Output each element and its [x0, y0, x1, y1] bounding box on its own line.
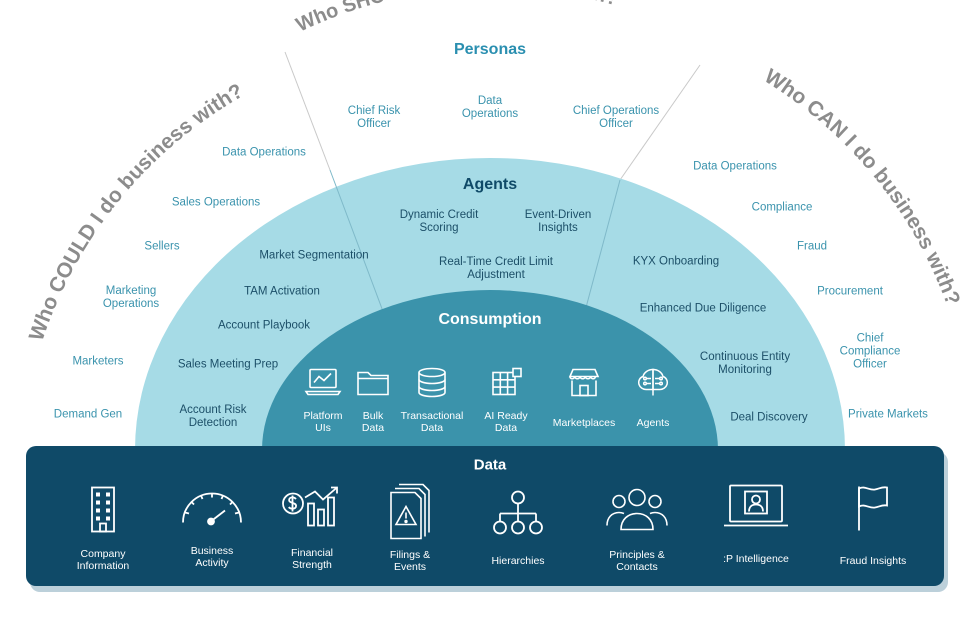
agents-divider-right	[579, 179, 621, 331]
database-icon	[413, 367, 451, 404]
right-segment-item: Fraud	[796, 240, 828, 253]
agent-left-item: Sales Meeting Prep	[177, 358, 279, 371]
data-item-label: Filings &Events	[389, 549, 431, 573]
data-item-label: Fraud Insights	[839, 555, 907, 567]
svg-text:Who CAN I do business with?: Who CAN I do business with?	[760, 65, 960, 309]
agent-left-item: Account Playbook	[217, 319, 311, 332]
monitor-person-icon	[721, 482, 791, 537]
gauge-icon	[179, 487, 245, 536]
data-title: Data	[473, 456, 507, 474]
right-segment-item: Compliance	[751, 201, 813, 214]
consumption-item-label: Marketplaces	[552, 417, 616, 429]
data-item-label: Principles &Contacts	[609, 549, 665, 573]
left-segment-item: Sellers	[144, 240, 180, 253]
agents-title: Agents	[462, 176, 518, 193]
flag-icon	[851, 483, 895, 538]
divider-left	[284, 51, 331, 171]
store-icon	[565, 367, 603, 404]
data-item-label: Hierarchies	[491, 555, 545, 567]
svg-text:Who SHOULD I do business with?: Who SHOULD I do business with?	[293, 0, 621, 36]
left-segment-item: Sales Operations	[171, 196, 261, 209]
question-should: Who SHOULD I do business with?	[293, 0, 621, 36]
consumption-item-label: Agents	[636, 417, 670, 429]
dollar-bars-icon	[279, 486, 345, 535]
right-segment-item: Data Operations	[693, 160, 777, 173]
agent-right-item: KYX Onboarding	[632, 255, 720, 268]
agents-divider-left	[329, 169, 391, 331]
building-icon	[86, 485, 120, 540]
agent-right-item: Deal Discovery	[730, 411, 808, 424]
right-segment-item: Procurement	[817, 285, 883, 298]
left-segment-item: Marketers	[72, 355, 124, 368]
alert-document-icon	[385, 481, 435, 546]
laptop-chart-icon	[304, 367, 342, 404]
data-panel	[26, 446, 944, 586]
personas-title: Personas	[453, 41, 527, 58]
agent-left-item: Market Segmentation	[259, 249, 369, 262]
brain-circuit-icon	[634, 367, 672, 404]
question-can: Who CAN I do business with?	[760, 65, 960, 309]
agent-left-item: TAM Activation	[244, 285, 320, 298]
hierarchy-icon	[490, 490, 546, 543]
agent-right-item: Enhanced Due Diligence	[639, 302, 767, 315]
divider-right	[619, 64, 701, 181]
data-item-label: :P Intelligence	[723, 553, 789, 565]
consumption-title: Consumption	[438, 311, 542, 328]
grid-icon	[487, 367, 525, 404]
right-segment-item: Private Markets	[848, 408, 928, 421]
left-segment-item: Data Operations	[222, 146, 306, 159]
people-icon	[605, 486, 669, 539]
left-segment-item: Demand Gen	[53, 408, 123, 421]
folder-icon	[354, 367, 392, 404]
consumption-dome	[262, 290, 718, 450]
